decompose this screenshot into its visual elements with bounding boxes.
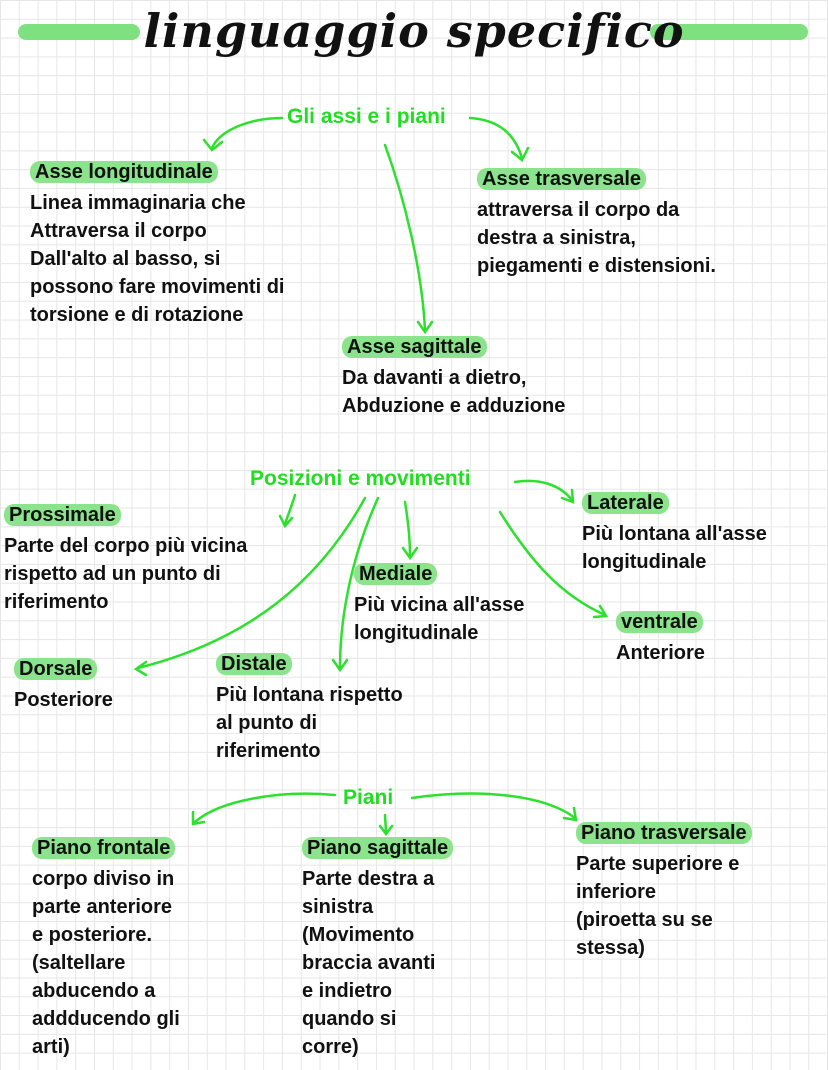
arrow (401, 500, 419, 561)
body: Più lontana rispetto al punto di riferim… (216, 684, 403, 762)
body: Da davanti a dietro, Abduzione e adduzio… (342, 367, 566, 417)
heading: Distale (216, 653, 292, 675)
title-bar-right (650, 24, 808, 40)
piano-sagittale: Piano sagittale Parte destra a sinistra … (302, 837, 454, 1061)
body: Parte destra a sinistra (Movimento bracc… (302, 868, 436, 1058)
heading: ventrale (616, 611, 703, 633)
heading: Piano trasversale (576, 822, 752, 844)
heading: Prossimale (4, 504, 121, 526)
mediale: Mediale Più vicina all'asse longitudinal… (354, 563, 524, 647)
ventrale: ventrale Anteriore (616, 611, 705, 667)
arrow (410, 792, 578, 822)
dorsale: Dorsale Posteriore (14, 658, 113, 714)
arrow (191, 792, 337, 826)
heading: Laterale (582, 492, 669, 514)
heading: Mediale (354, 563, 438, 585)
piano-frontale: Piano frontale corpo diviso in parte ant… (32, 837, 180, 1061)
body: Parte del corpo più vicina rispetto ad u… (4, 535, 248, 613)
arrow (378, 813, 394, 837)
asse-longitudinale: Asse longitudinale Linea immaginaria che… (30, 161, 284, 329)
hub-piani: Piani (343, 786, 394, 809)
asse-sagittale: Asse sagittale Da davanti a dietro, Abdu… (342, 336, 565, 420)
heading: Asse trasversale (477, 168, 647, 190)
hub-posizioni: Posizioni e movimenti (250, 467, 471, 490)
title-bar-left (18, 24, 140, 40)
prossimale: Prossimale Parte del corpo più vicina ri… (4, 504, 247, 616)
laterale: Laterale Più lontana all'asse longitudin… (582, 492, 767, 576)
heading: Piano frontale (32, 837, 176, 859)
distale: Distale Più lontana rispetto al punto di… (216, 653, 403, 765)
asse-trasversale: Asse trasversale attraversa il corpo da … (477, 168, 716, 280)
arrow (383, 143, 434, 335)
heading: Asse longitudinale (30, 161, 218, 183)
body: Linea immaginaria che Attraversa il corp… (30, 192, 285, 326)
page-title: linguaggio specifico (143, 4, 685, 58)
heading: Asse sagittale (342, 336, 487, 358)
body: Posteriore (14, 689, 113, 711)
body: Più vicina all'asse longitudinale (354, 594, 525, 644)
heading: Piano sagittale (302, 837, 454, 859)
body: attraversa il corpo da destra a sinistra… (477, 199, 716, 277)
piano-trasversale: Piano trasversale Parte superiore e infe… (576, 822, 752, 962)
arrow (202, 116, 284, 152)
body: Più lontana all'asse longitudinale (582, 523, 767, 573)
body: corpo diviso in parte anteriore e poster… (32, 868, 180, 1058)
body: Parte superiore e inferiore (piroetta su… (576, 853, 740, 959)
hub-assi: Gli assi e i piani (287, 105, 446, 128)
arrow (278, 493, 297, 529)
heading: Dorsale (14, 658, 98, 680)
arrow (513, 479, 575, 504)
body: Anteriore (616, 642, 705, 664)
arrow (468, 116, 530, 162)
